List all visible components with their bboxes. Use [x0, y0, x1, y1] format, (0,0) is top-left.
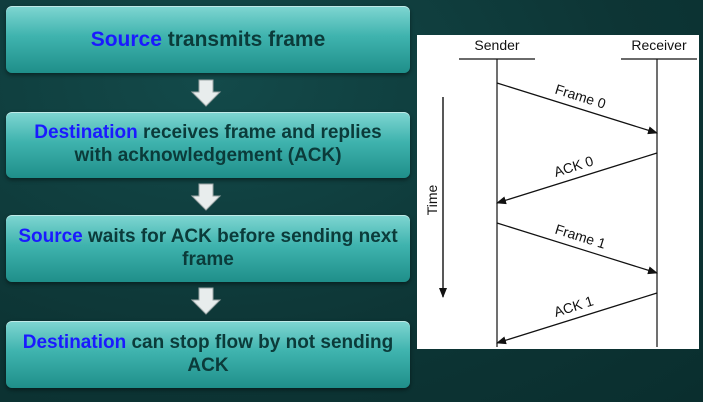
- frame-1-arrow: [496, 222, 658, 275]
- down-arrow-icon: [190, 79, 222, 107]
- time-label: Time: [424, 184, 440, 215]
- step-4-highlight: Destination: [22, 331, 127, 353]
- step-2-text: receives frame and replies with acknowle…: [74, 122, 382, 166]
- frame-0-label: Frame 0: [553, 81, 608, 112]
- sequence-diagram: Sender Receiver Time Frame 0 ACK 0 Frame…: [424, 37, 697, 347]
- step-box-2: Destination receives frame and replies w…: [6, 112, 410, 178]
- step-box-1: Source transmits frame: [6, 6, 410, 73]
- ack-1-label: ACK 1: [552, 292, 596, 319]
- ack-1-arrow: [496, 292, 658, 345]
- step-box-3: Source waits for ACK before sending next…: [6, 215, 410, 282]
- frame-1-label: Frame 1: [553, 221, 608, 252]
- step-1-text: transmits frame: [161, 27, 326, 51]
- receiver-label: Receiver: [631, 37, 687, 53]
- down-arrow-icon: [190, 287, 222, 315]
- step-3-text: waits for ACK before sending next frame: [82, 225, 398, 270]
- step-4-text: can stop flow by not sending ACK: [126, 331, 394, 376]
- down-arrow-icon: [190, 183, 222, 211]
- sender-label: Sender: [474, 37, 519, 53]
- frame-0-arrow: [496, 82, 658, 135]
- step-box-4: Destination can stop flow by not sending…: [6, 321, 410, 388]
- step-2-highlight: Destination: [34, 122, 138, 144]
- ack-0-arrow: [496, 152, 658, 205]
- step-1-highlight: Source: [90, 27, 162, 51]
- step-3-highlight: Source: [18, 225, 83, 247]
- ack-0-label: ACK 0: [552, 152, 596, 179]
- sequence-diagram-panel: Sender Receiver Time Frame 0 ACK 0 Frame…: [417, 35, 699, 349]
